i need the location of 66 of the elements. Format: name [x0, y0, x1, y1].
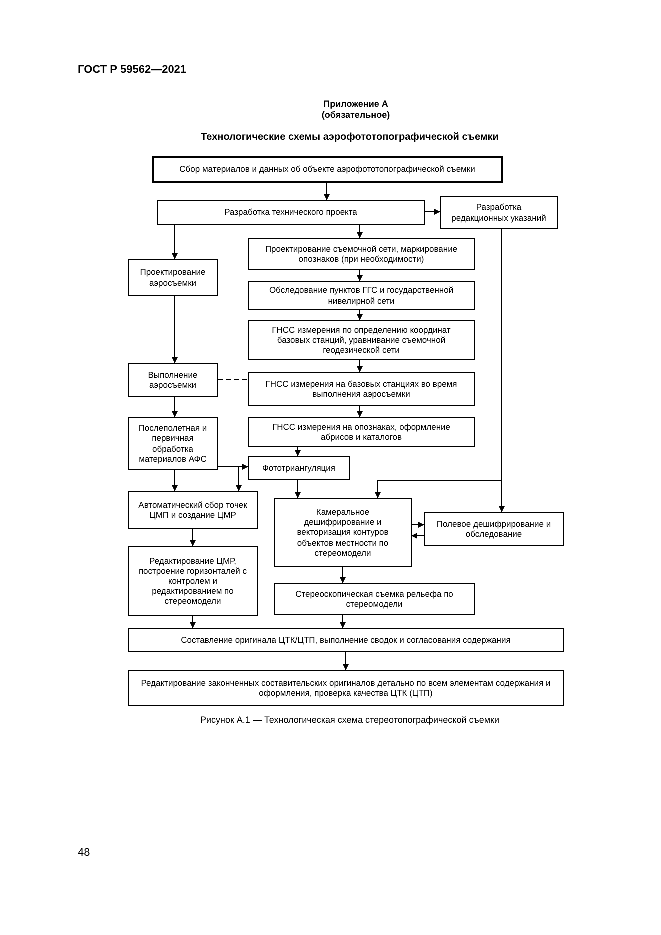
arrow — [172, 396, 178, 418]
process-box — [128, 417, 218, 470]
arrow — [412, 533, 424, 539]
process-box — [248, 238, 475, 270]
process-box — [128, 670, 564, 706]
process-box — [128, 259, 218, 296]
arrow — [357, 360, 363, 372]
figure-caption: Рисунок А.1 — Технологическая схема стереотопографической съемки — [199, 714, 501, 727]
arrow — [424, 209, 440, 215]
process-box — [128, 628, 564, 652]
diagram-title: Технологические схемы аэрофототопографической съемки — [200, 131, 500, 145]
arrow — [295, 480, 301, 498]
arrow — [172, 470, 178, 492]
arrow — [190, 616, 196, 628]
box-text: Проектирование аэросъемки — [139, 267, 207, 288]
box-text: Фототриангуляция — [262, 462, 336, 474]
box-text: Стереоскопическая съемка рельефа по стереомодели — [294, 588, 454, 610]
arrow — [295, 446, 301, 456]
box-text: Камеральное дешифрирование и векторизация контуров объектов местности по стереомодели — [296, 507, 390, 558]
box-text: Сбор материалов и данных об объекте аэрофототопографической съемки — [180, 164, 476, 175]
process-box — [128, 546, 258, 616]
document-code: ГОСТ Р 59562—2021 — [78, 63, 187, 78]
process-box — [128, 491, 258, 529]
box-text: Послеполетная и первичная обработка материалов АФС — [138, 423, 208, 464]
box-text: ГНСС измерения по определению координат базовых станций, уравнивание съемочной геодезической сети — [271, 324, 452, 356]
process-box — [248, 372, 475, 406]
arrow — [236, 466, 248, 492]
arrow — [218, 464, 248, 470]
box-text: Редактирование законченных составительских оригиналов детально по всем элементам содержания и оформления, проверка качества ЦТК (ЦТП) — [140, 678, 552, 698]
process-box — [248, 417, 475, 447]
appendix-heading: (обязательное) — [320, 109, 392, 122]
arrow — [343, 652, 349, 670]
process-box — [440, 196, 558, 229]
appendix-heading: Приложение А — [322, 98, 390, 111]
box-text: Обследование пунктов ГГС и государственной нивелирной сети — [268, 285, 455, 306]
box-text: Редактирование ЦМР, построение горизонталей с контролем и редактированием по стереомодели — [138, 556, 248, 606]
process-box — [274, 498, 412, 567]
arrow — [172, 224, 178, 260]
page-number: 48 — [78, 846, 90, 861]
process-box — [248, 456, 350, 480]
box-text: ГНСС измерения на опознаках, оформление абрисов и каталогов — [271, 422, 452, 442]
arrow — [357, 270, 363, 282]
arrow — [324, 182, 330, 200]
box-text: Составление оригинала ЦТК/ЦТП, выполнение сводок и согласования содержания — [181, 634, 511, 646]
box-text: Разработка редакционных указаний — [450, 202, 548, 223]
arrow — [340, 614, 346, 628]
box-text: Полевое дешифрирование и обследование — [436, 518, 552, 540]
arrow — [340, 566, 346, 584]
process-box — [157, 200, 425, 225]
process-box — [424, 512, 564, 546]
box-text: ГНСС измерения на базовых станциях во время выполнения аэросъемки — [264, 378, 458, 400]
arrow — [357, 224, 363, 238]
process-box — [152, 156, 503, 183]
box-text: Проектирование съемочной сети, маркирование опознаков (при необходимости) — [264, 244, 459, 264]
arrow — [172, 296, 178, 364]
process-box — [128, 363, 218, 397]
process-box — [248, 320, 475, 360]
process-box — [274, 583, 475, 615]
arrow — [412, 522, 424, 528]
arrow — [190, 528, 196, 546]
process-box — [248, 281, 475, 310]
arrow — [357, 406, 363, 418]
arrow — [357, 310, 363, 320]
box-text: Выполнение аэросъемки — [147, 370, 199, 390]
box-text: Автоматический сбор точек ЦМП и создание ЦМР — [138, 500, 248, 520]
box-text: Разработка технического проекта — [224, 207, 358, 218]
